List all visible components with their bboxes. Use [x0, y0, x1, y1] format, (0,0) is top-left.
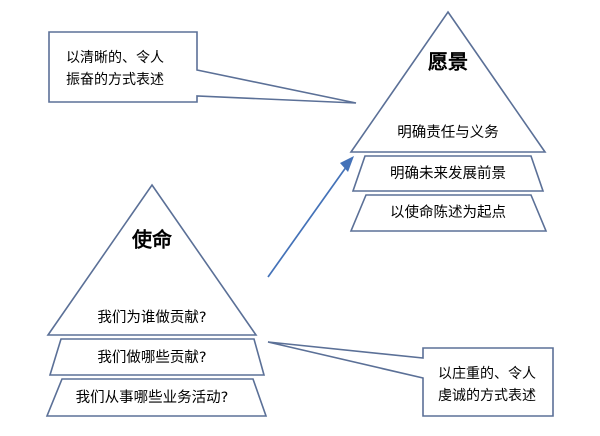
pyramid-mission-tier-2-label: 我们做哪些贡献?	[97, 349, 206, 366]
pyramid-vision-tier-top-shape	[349, 10, 547, 153]
pyramid-vision-tier-1-label: 明确责任与义务	[397, 124, 499, 141]
connector-arrow-mission-to-vision	[267, 156, 354, 278]
pyramid-mission-tier-middle-shape	[48, 338, 266, 376]
callout-mission-line-2: 虔诚的方式表述	[438, 388, 536, 404]
pyramid-mission-tier-top-shape	[46, 183, 258, 336]
connector-arrowhead-icon	[340, 156, 354, 172]
pyramid-vision[interactable]: 愿景 明确责任与义务 明确未来发展前景 以使命陈述为起点	[349, 10, 548, 232]
callout-vision-line-1: 以清晰的、令人	[66, 50, 164, 66]
pyramid-mission-tier-3-label: 我们从事哪些业务活动?	[76, 389, 229, 406]
pyramid-mission-title: 使命	[131, 228, 173, 252]
pyramid-mission[interactable]: 使命 我们为谁做贡献? 我们做哪些贡献? 我们从事哪些业务活动?	[45, 183, 268, 417]
pyramid-vision-tier-3-label: 以使命陈述为起点	[390, 203, 506, 221]
pyramid-vision-tier-middle-shape	[351, 155, 545, 192]
pyramid-vision-title: 愿景	[428, 50, 468, 74]
pyramid-mission-tier-1-label: 我们为谁做贡献?	[97, 309, 206, 326]
callout-vision-box	[48, 31, 357, 104]
connector-arrow-shaft	[267, 162, 350, 278]
callout-mission-box	[267, 341, 554, 417]
pyramid-vision-tier-bottom-shape	[349, 194, 548, 232]
callout-vision[interactable]: 以清晰的、令人 振奋的方式表述	[48, 31, 357, 104]
callout-mission-line-1: 以庄重的、令人	[438, 365, 536, 382]
pyramid-vision-tier-2-label: 明确未来发展前景	[390, 165, 506, 182]
callout-vision-line-2: 振奋的方式表述	[66, 72, 164, 88]
pyramid-mission-tier-bottom-shape	[45, 378, 268, 417]
callout-mission[interactable]: 以庄重的、令人 虔诚的方式表述	[267, 341, 554, 417]
